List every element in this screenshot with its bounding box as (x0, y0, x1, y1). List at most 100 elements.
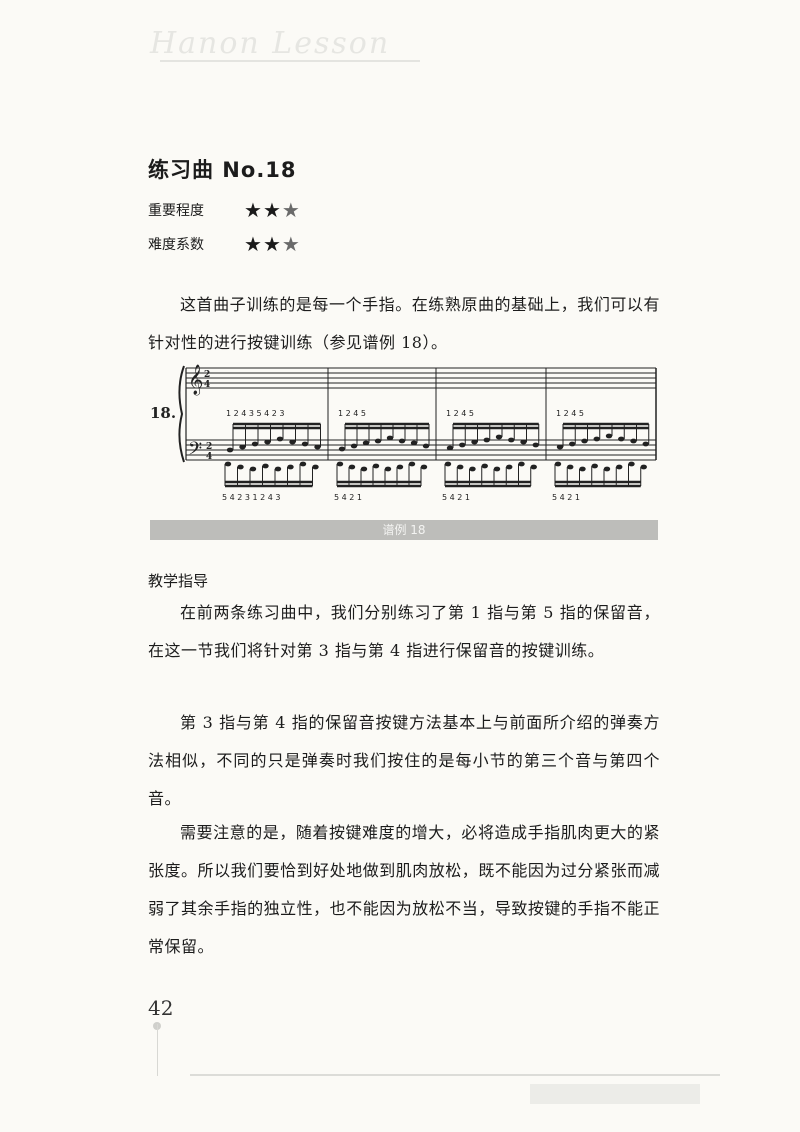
time-sig-treble-top: 2 (204, 370, 210, 380)
note-head (630, 438, 637, 444)
note-head (554, 461, 562, 467)
note-head (249, 466, 257, 472)
note-head (410, 440, 418, 446)
intro-paragraph: 这首曲子训练的是每一个手指。在练熟原曲的基础上，我们可以有针对性的进行按键训练（… (148, 295, 660, 352)
note-head (287, 464, 294, 470)
note-head (386, 435, 394, 441)
note-head (398, 438, 406, 444)
note-head (506, 464, 513, 470)
importance-stars: ★★★ (244, 200, 300, 220)
time-sig-treble-bottom: 4 (204, 380, 210, 390)
note-head (226, 447, 234, 453)
note-head (556, 444, 564, 450)
note-head (264, 439, 271, 445)
note-head (628, 461, 635, 467)
note-head (495, 434, 503, 440)
note-head (616, 464, 623, 470)
note-head (350, 443, 358, 449)
note-head (237, 464, 244, 470)
star-icon: ★ (244, 198, 262, 222)
bass-clef-icon: 𝄢 (188, 439, 202, 464)
note-head (444, 461, 452, 467)
guidance-paragraph-3: 需要注意的是，随着按键难度的增大，必将造成手指肌肉更大的紧张度。所以我们要恰到好… (148, 823, 660, 956)
difficulty-rating: 难度系数 ★★★ (148, 234, 300, 254)
fingering-upper: 1 2 4 5 (556, 409, 584, 418)
note-head (314, 444, 321, 450)
note-head (239, 444, 246, 450)
footer-rule (190, 1074, 720, 1076)
guidance-heading: 教学指导 (148, 572, 209, 590)
note-head (459, 442, 466, 448)
note-head (374, 438, 382, 444)
fingering-lower: 5 4 2 1 (552, 493, 580, 502)
note-head (276, 436, 284, 442)
note-head (372, 463, 380, 469)
note-head (362, 440, 370, 446)
note-head (420, 464, 428, 470)
note-head (508, 437, 515, 443)
note-head (301, 441, 309, 447)
header-rule (160, 60, 420, 62)
note-head (520, 439, 527, 445)
treble-clef-icon: 𝄞 (188, 364, 203, 396)
note-head (422, 443, 430, 449)
star-icon: ★ (244, 232, 262, 256)
difficulty-stars: ★★★ (244, 234, 300, 254)
note-head (532, 442, 539, 448)
note-head (605, 433, 613, 439)
note-head (384, 466, 392, 472)
time-sig-bass-top: 2 (206, 442, 212, 452)
time-sig-bass-bottom: 4 (206, 452, 212, 462)
fingering-upper: 1 2 4 5 (338, 409, 366, 418)
note-head (262, 463, 269, 469)
note-head (408, 461, 416, 467)
note-head (640, 464, 647, 470)
note-head (251, 441, 259, 447)
note-head (642, 441, 649, 447)
note-head (469, 466, 476, 472)
note-head (471, 439, 478, 445)
footer-block (530, 1084, 700, 1104)
note-head (567, 464, 574, 470)
note-head (274, 466, 282, 472)
note-head (518, 461, 525, 467)
header-script-title: Hanon Lesson (150, 26, 391, 61)
guidance-paragraph-1: 在前两条练习曲中，我们分别练习了第 1 指与第 5 指的保留音，在这一节我们将针… (148, 603, 660, 660)
note-head (299, 461, 307, 467)
fingering-lower: 5 4 2 3 1 2 4 3 (222, 493, 281, 502)
star-icon: ★ (281, 232, 300, 256)
star-icon: ★ (281, 198, 300, 222)
note-head (336, 461, 344, 467)
star-icon: ★ (262, 232, 281, 256)
margin-rule (157, 1024, 158, 1076)
note-head (457, 464, 464, 470)
note-head (348, 464, 356, 470)
note-head (530, 464, 537, 470)
note-head (312, 464, 319, 470)
fingering-lower: 5 4 2 1 (442, 493, 470, 502)
score-caption: 谱例 18 (150, 520, 658, 540)
note-head (569, 441, 576, 447)
note-head (289, 439, 296, 445)
score-number: 18. (150, 404, 176, 422)
fingering-lower: 5 4 2 1 (334, 493, 362, 502)
note-head (493, 466, 501, 472)
importance-label: 重要程度 (148, 203, 204, 219)
note-head (396, 464, 404, 470)
fingering-upper: 1 2 4 3 5 4 2 3 (226, 409, 285, 418)
note-head (603, 466, 611, 472)
note-head (446, 445, 454, 451)
note-head (593, 436, 600, 442)
note-head (483, 437, 490, 443)
note-head (581, 438, 588, 444)
note-head (360, 466, 368, 472)
note-head (224, 461, 232, 467)
note-head (591, 463, 598, 469)
note-head (338, 446, 346, 452)
page-number: 42 (148, 996, 174, 1020)
difficulty-label: 难度系数 (148, 237, 204, 253)
score-example-18: 𝄞 2 4 𝄢 2 4 18. 1 2 4 3 5 4 2 3 5 4 2 3 1… (150, 364, 657, 502)
guidance-paragraph-2: 第 3 指与第 4 指的保留音按键方法基本上与前面所介绍的弹奏方法相似，不同的只… (148, 713, 660, 808)
fingering-upper: 1 2 4 5 (446, 409, 474, 418)
note-head (618, 436, 625, 442)
